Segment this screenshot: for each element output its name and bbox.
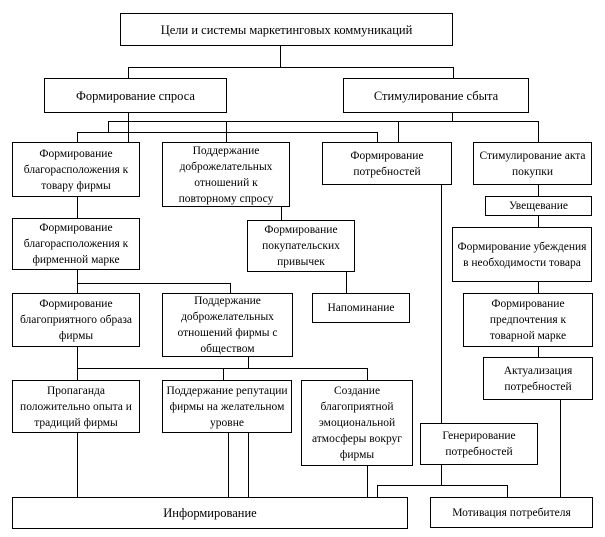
node-needs-formation: Формирование потребностей xyxy=(322,142,452,185)
node-emotional-atmosphere: Создание благоприятной эмоциональной атм… xyxy=(301,380,413,466)
node-public-relations: Поддержание доброжелательных отношений ф… xyxy=(162,293,293,357)
connector-line xyxy=(453,67,454,78)
node-conviction-necessity: Формирование убеждения в необходимости т… xyxy=(452,227,592,282)
node-reputation-maintenance: Поддержание репутации фирмы на желательн… xyxy=(162,380,292,433)
connector-line xyxy=(77,132,78,142)
connector-line xyxy=(367,368,368,380)
connector-line xyxy=(538,347,539,357)
connector-line xyxy=(441,465,442,485)
connector-line xyxy=(77,197,78,218)
connector-line xyxy=(230,283,231,293)
connector-line xyxy=(538,121,539,142)
node-propaganda: Пропаганда положительно опыта и традиций… xyxy=(12,380,140,433)
connector-line xyxy=(223,368,224,380)
connector-line xyxy=(507,485,508,497)
node-buying-habits: Формирование покупательских привычек xyxy=(247,220,355,272)
connector-line xyxy=(77,368,368,369)
connector-line xyxy=(248,357,249,368)
connector-line xyxy=(128,67,454,68)
connector-line xyxy=(77,132,378,133)
connector-line xyxy=(280,46,281,67)
connector-line xyxy=(77,283,231,284)
connector-line xyxy=(377,132,378,142)
node-goodwill-product: Формирование благорасположения к товару … xyxy=(12,142,140,197)
node-sales-promotion: Стимулирование сбыта xyxy=(343,78,529,113)
node-repeat-demand-relations: Поддержание доброжелательных отношений к… xyxy=(162,142,290,207)
node-informing: Информирование xyxy=(12,497,408,529)
connector-line xyxy=(281,207,282,220)
node-goodwill-brand: Формирование благорасположения к фирменн… xyxy=(12,218,140,270)
connector-line xyxy=(77,347,78,380)
connector-line xyxy=(538,216,539,227)
node-purchase-act-stimulation: Стимулирование акта покупки xyxy=(473,142,592,185)
node-favorable-image: Формирование благоприятного образа фирмы xyxy=(12,293,140,347)
connector-line xyxy=(128,67,129,78)
node-reminder: Напоминание xyxy=(312,293,410,323)
node-persuasion: Увещевание xyxy=(485,196,592,216)
connector-line xyxy=(367,466,368,497)
connector-line xyxy=(77,270,78,293)
connector-line xyxy=(108,121,539,122)
connector-line xyxy=(377,485,378,497)
connector-line xyxy=(538,185,539,196)
connector-line xyxy=(108,121,109,132)
connector-line xyxy=(377,485,508,486)
connector-line xyxy=(538,282,539,293)
connector-line xyxy=(398,121,399,142)
connector-line xyxy=(77,433,78,497)
connector-line xyxy=(228,433,229,497)
connector-line xyxy=(346,272,347,293)
node-demand-formation: Формирование спроса xyxy=(44,78,227,113)
node-needs-generation: Генерирование потребностей xyxy=(420,423,538,465)
connector-line xyxy=(128,113,129,142)
connector-line xyxy=(441,185,442,423)
connector-line xyxy=(248,433,249,497)
node-root: Цели и системы маркетинговых коммуникаци… xyxy=(120,13,453,46)
connector-line xyxy=(560,400,561,497)
node-brand-preference: Формирование предпочтения к товарной мар… xyxy=(463,293,593,347)
connector-line xyxy=(226,121,227,142)
connector-line xyxy=(452,113,453,122)
node-needs-actualization: Актуализация потребностей xyxy=(483,357,593,400)
node-consumer-motivation: Мотивация потребителя xyxy=(430,497,593,528)
